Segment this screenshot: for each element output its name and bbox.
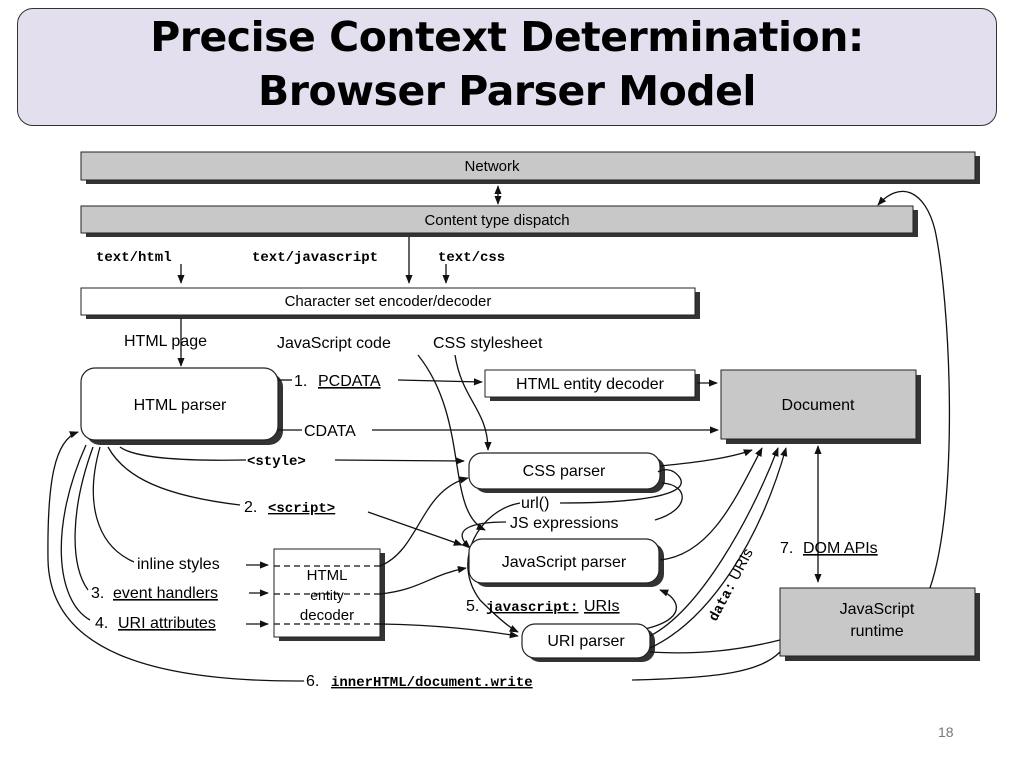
cdata-label: CDATA	[304, 423, 356, 440]
inner-num: 6.	[306, 673, 319, 690]
uri-attrs-label: URI attributes	[118, 615, 216, 632]
js-uri-num: 5.	[466, 598, 479, 615]
data-uri-prefix: data:	[706, 580, 740, 625]
css-parser-node: CSS parser	[468, 452, 665, 493]
document-node: Document	[720, 369, 921, 444]
js-runtime-line1: JavaScript	[840, 601, 915, 618]
charset-bar: Character set encoder/decoder	[80, 287, 700, 319]
entity-decoder-bottom-node: HTML entity decoder	[273, 548, 385, 641]
dom-num: 7.	[780, 540, 793, 557]
entity-decoder-line3: decoder	[300, 607, 354, 624]
data-uri-label: data: URIs	[705, 546, 758, 625]
html-parser-label: HTML parser	[134, 397, 227, 414]
css-sheet-label: CSS stylesheet	[433, 335, 543, 352]
js-parser-node: JavaScript parser	[468, 538, 664, 587]
pcdata-num: 1.	[294, 373, 307, 390]
pcdata-label: PCDATA	[318, 373, 381, 390]
html-page-label: HTML page	[124, 333, 207, 350]
mime-html-label: text/html	[96, 250, 172, 266]
mime-css-label: text/css	[438, 250, 505, 266]
uri-parser-node: URI parser	[521, 623, 655, 662]
js-parser-label: JavaScript parser	[502, 554, 627, 571]
data-uri-suffix: URIs	[724, 546, 757, 587]
js-runtime-node: JavaScript runtime	[779, 587, 980, 661]
inner-html-label: innerHTML/document.write	[331, 675, 533, 691]
document-label: Document	[782, 397, 855, 414]
page-number: 18	[938, 724, 954, 740]
network-bar: Network	[80, 151, 980, 184]
dom-apis-label: DOM APIs	[803, 540, 878, 557]
content-dispatch-bar: Content type dispatch	[80, 205, 918, 237]
script-num: 2.	[244, 499, 257, 516]
entity-decoder-top-label: HTML entity decoder	[516, 376, 665, 393]
entity-decoder-line1: HTML	[307, 567, 348, 584]
html-parser-node: HTML parser	[80, 367, 283, 445]
script-tag-label: <script>	[268, 501, 335, 517]
uri-parser-label: URI parser	[547, 633, 625, 650]
event-num: 3.	[91, 585, 104, 602]
style-tag-label: <style>	[247, 454, 306, 470]
mime-js-label: text/javascript	[252, 250, 378, 266]
content-dispatch-label: Content type dispatch	[424, 212, 569, 229]
entity-decoder-line2: entity	[310, 587, 343, 603]
js-uri-suffix: URIs	[584, 598, 620, 615]
entity-decoder-top-node: HTML entity decoder	[484, 369, 700, 401]
title-line-1: Precise Context Determination:	[150, 13, 864, 61]
title-line-2: Browser Parser Model	[258, 67, 756, 115]
network-label: Network	[464, 158, 520, 175]
inline-styles-label: inline styles	[137, 556, 220, 573]
url-fn-label: url()	[521, 495, 549, 512]
js-expr-label: JS expressions	[510, 515, 619, 532]
js-runtime-line2: runtime	[850, 623, 903, 640]
title-box: Precise Context Determination: Browser P…	[17, 8, 997, 126]
event-handlers-label: event handlers	[113, 585, 218, 602]
js-code-label: JavaScript code	[277, 335, 391, 352]
uri-num: 4.	[95, 615, 108, 632]
js-uri-label: javascript:	[486, 600, 578, 616]
charset-label: Character set encoder/decoder	[285, 293, 492, 310]
css-parser-label: CSS parser	[523, 463, 606, 480]
